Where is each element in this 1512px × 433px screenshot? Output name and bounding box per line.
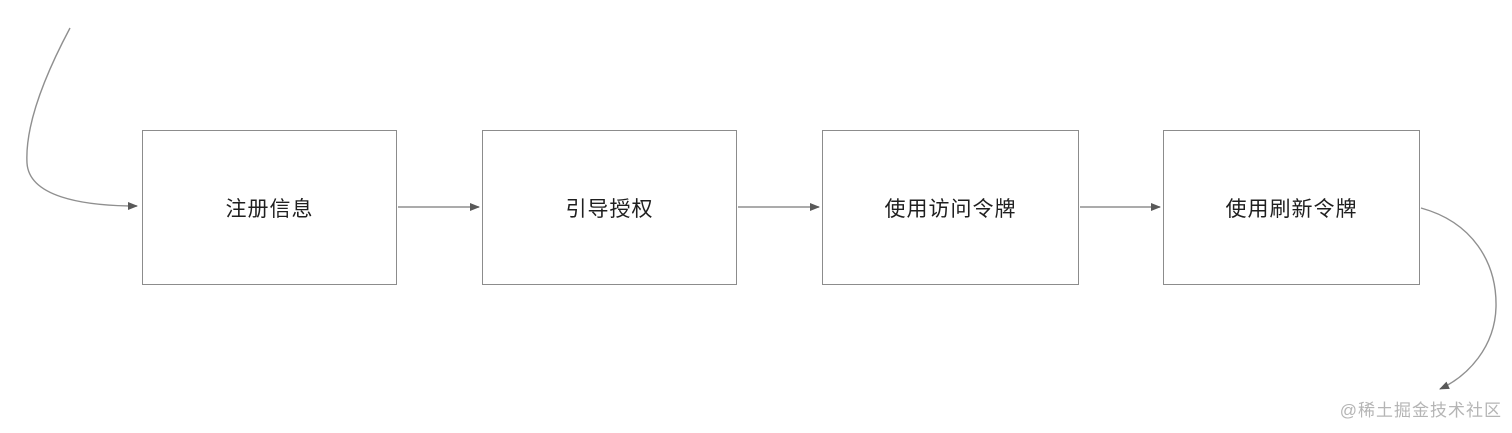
flow-node-label: 使用访问令牌 [884,197,1017,221]
flow-node-label: 注册信息 [225,197,314,221]
flow-node-use-refresh-token: 使用刷新令牌 [1163,130,1420,285]
exit-curve-arrow [1420,207,1497,390]
flow-node-use-access-token: 使用访问令牌 [822,130,1079,285]
entry-curve-arrow [26,27,138,210]
watermark-text: @稀土掘金技术社区 [1339,401,1502,420]
flow-node-guide-authorization: 引导授权 [482,130,737,285]
flow-node-label: 使用刷新令牌 [1225,197,1358,221]
flow-node-label: 引导授权 [565,197,654,221]
flow-node-register-info: 注册信息 [142,130,397,285]
